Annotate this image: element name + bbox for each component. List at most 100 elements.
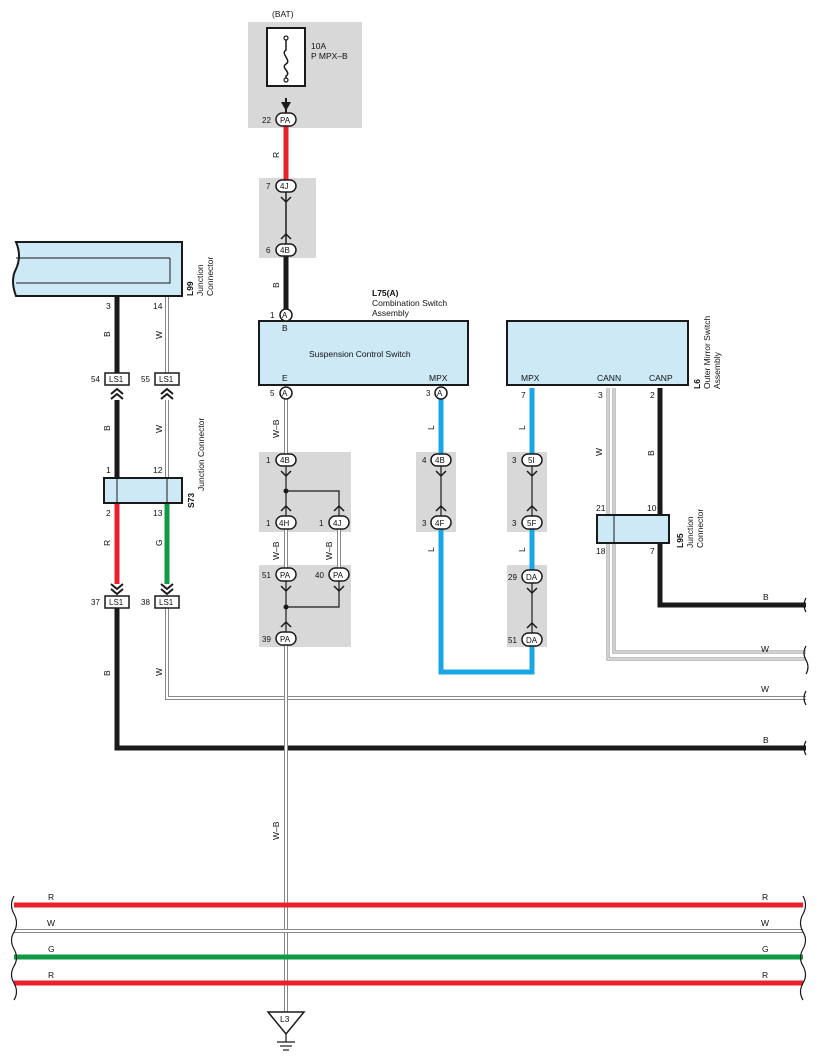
connector-4j-1-label: 4J bbox=[333, 519, 341, 528]
connector-ls1-38 bbox=[154, 595, 180, 609]
connector-pa-39 bbox=[275, 631, 297, 646]
connector-ls1-37 bbox=[104, 595, 130, 609]
wire-label-r-top: R bbox=[271, 152, 281, 158]
l95-label-2: Connector bbox=[695, 509, 705, 548]
connector-a-5-pin: 5 bbox=[270, 389, 275, 398]
chevron-ls1-38-icon bbox=[160, 583, 174, 596]
connector-5i-3-label: 5I bbox=[528, 456, 535, 465]
l99-label-2: Connector bbox=[205, 257, 215, 296]
l99-inner-line-2 bbox=[16, 258, 171, 284]
connector-5f-3-label: 5F bbox=[527, 519, 536, 528]
arrow-da51-up-icon bbox=[526, 621, 538, 629]
fuse-name: P MPX–B bbox=[311, 51, 348, 61]
connector-da-29 bbox=[521, 569, 543, 584]
l99-label-1: Junction bbox=[195, 264, 205, 296]
l99-pin-14: 14 bbox=[153, 301, 163, 311]
connector-4f-3-label: 4F bbox=[435, 519, 444, 528]
wire-label-l-l75: L bbox=[426, 425, 436, 430]
connector-4b-1-label: 4B bbox=[280, 456, 290, 465]
arrow-4h-up-icon bbox=[280, 504, 292, 512]
wire-label-wb-4j: W–B bbox=[324, 541, 334, 560]
wire-label-b-ls1: B bbox=[102, 425, 112, 431]
suspension-control-switch-title: Suspension Control Switch bbox=[309, 349, 411, 359]
wire-label-l-4f: L bbox=[426, 547, 436, 552]
fuse-element-icon bbox=[283, 38, 289, 80]
s73-pin-12: 12 bbox=[153, 465, 163, 475]
wire-l-4f-da bbox=[438, 529, 535, 675]
wire-color-labels: R B B W B W R G B W W–B W–B W–B W–B L L … bbox=[47, 152, 769, 980]
wire-b-ls1-37-route bbox=[114, 608, 806, 751]
l6-pin-3: 3 bbox=[598, 390, 603, 400]
connector-a-1 bbox=[279, 308, 293, 322]
wire-splice-pa40 bbox=[286, 581, 340, 608]
wire-label-g-s73: G bbox=[154, 539, 164, 546]
connector-ls1-54 bbox=[104, 372, 130, 386]
wire-w-l95-18b-route bbox=[612, 543, 806, 654]
chevron-ls1-54-icon bbox=[110, 387, 124, 400]
ground-triangle bbox=[266, 1011, 306, 1036]
connector-ls1-38-label: LS1 bbox=[159, 598, 174, 607]
suspension-control-switch-box bbox=[258, 320, 469, 386]
fuse-rating: 10A bbox=[311, 41, 326, 51]
wire-label-w-right-652: W bbox=[761, 644, 769, 654]
l95-pin-10: 10 bbox=[647, 503, 657, 513]
fuse-terminal-top bbox=[283, 35, 289, 41]
connector-a-5-label: A bbox=[282, 389, 288, 398]
connector-da-51-label: DA bbox=[526, 636, 538, 645]
wire-label-w-cann: W bbox=[594, 448, 604, 456]
connector-4b-4-pin: 4 bbox=[422, 456, 427, 465]
break-left-bus bbox=[10, 895, 18, 1001]
wire-splice-4j bbox=[286, 490, 340, 516]
l95-id: L95 bbox=[675, 533, 685, 548]
connector-ls1-55 bbox=[154, 372, 180, 386]
wires bbox=[14, 98, 806, 1012]
l75-pin-mpx-label: MPX bbox=[429, 373, 448, 383]
wire-break-marks bbox=[10, 597, 809, 1001]
ground-l3: L3 bbox=[266, 1011, 306, 1051]
connector-4h-1-label: 4H bbox=[279, 519, 289, 528]
wire-label-l-5f: L bbox=[517, 547, 527, 552]
splice-dot-4b-4h bbox=[283, 488, 289, 494]
connector-pa-51-label: PA bbox=[280, 571, 291, 580]
s73-id: S73 bbox=[186, 493, 196, 508]
wire-label-b-canp: B bbox=[646, 450, 656, 456]
connector-a-3-pin: 3 bbox=[426, 389, 431, 398]
arrow-4b-e-down-icon bbox=[280, 470, 292, 478]
connector-a-1-pin: 1 bbox=[270, 311, 275, 320]
wire-label-w-ls1-38: W bbox=[154, 668, 164, 676]
wire-w-l95-18-route-core bbox=[607, 543, 806, 660]
fuse-terminal-bottom bbox=[283, 77, 289, 83]
connector-4j-7 bbox=[275, 179, 297, 193]
wire-label-wb-ground: W–B bbox=[271, 821, 281, 840]
l6-pin-2: 2 bbox=[650, 390, 655, 400]
fuse-arrow-icon bbox=[281, 102, 291, 111]
connector-a-5 bbox=[279, 386, 293, 400]
l99-junction-connector: 3 14 L99 Junction Connector bbox=[12, 241, 215, 311]
bus-label-g-left: G bbox=[48, 944, 55, 954]
bus-label-r-2-right: R bbox=[762, 970, 768, 980]
connector-5f-3-pin: 3 bbox=[512, 519, 517, 528]
connector-4b-6-pin: 6 bbox=[266, 246, 271, 255]
connector-4b-6 bbox=[275, 243, 297, 257]
chevron-ls1-37-icon bbox=[110, 583, 124, 596]
connector-4h-1 bbox=[275, 515, 297, 530]
break-right-698 bbox=[803, 690, 807, 706]
arrow-4j-up-icon bbox=[333, 504, 345, 512]
wire-label-b-right-605: B bbox=[763, 592, 769, 602]
connector-4j-1 bbox=[328, 515, 350, 530]
connector-da-29-pin: 29 bbox=[508, 573, 517, 582]
wire-label-wb-4h: W–B bbox=[271, 541, 281, 560]
connector-4j-7-pin: 7 bbox=[266, 182, 271, 191]
fuse-source-label: (BAT) bbox=[272, 9, 294, 19]
connector-ls1-37-pin: 37 bbox=[91, 598, 100, 607]
connector-4b-1 bbox=[275, 453, 297, 467]
l95-pin-7: 7 bbox=[650, 546, 655, 556]
l75-label-2: Assembly bbox=[372, 308, 410, 318]
s73-label: Junction Connector bbox=[196, 418, 206, 491]
connector-pa-22-label: PA bbox=[280, 116, 291, 125]
l6-label-2: Assembly bbox=[712, 351, 722, 389]
connector-5i-3-pin: 3 bbox=[512, 456, 517, 465]
s73-pin-13: 13 bbox=[153, 508, 163, 518]
wire-label-w-ls1: W bbox=[154, 425, 164, 433]
connector-pa-40 bbox=[328, 567, 350, 582]
